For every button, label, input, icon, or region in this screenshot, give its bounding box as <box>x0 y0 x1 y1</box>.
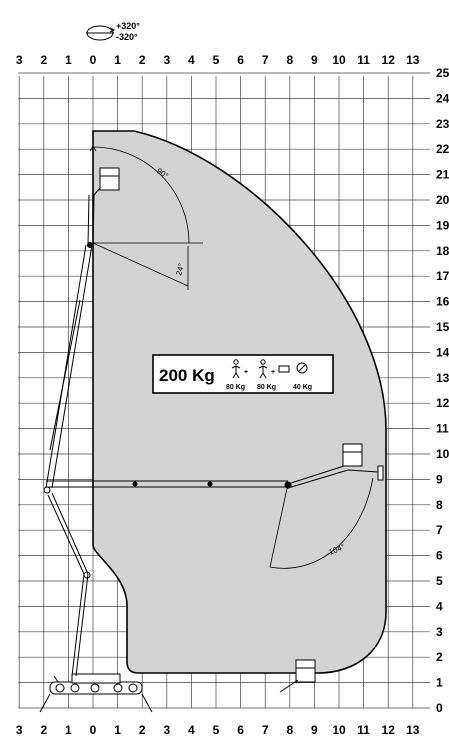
x-tick-label: 5 <box>213 53 220 67</box>
person-icon <box>231 359 241 379</box>
y-tick-label: 4 <box>436 599 443 613</box>
y-tick-label: 18 <box>436 244 449 258</box>
top-tilt-angle-label: 24° <box>174 262 186 276</box>
x-tick-label: 6 <box>237 723 244 737</box>
x-tick-label: 11 <box>357 53 370 67</box>
y-tick-label: 21 <box>436 168 449 182</box>
y-tick-label: 22 <box>436 142 449 156</box>
y-tick-label: 7 <box>436 523 443 537</box>
x-tick-label: 1 <box>114 723 121 737</box>
x-tick-label: 10 <box>332 723 346 737</box>
person-icon <box>258 359 268 379</box>
y-tick-label: 17 <box>436 269 449 283</box>
y-tick-label: 0 <box>436 701 443 715</box>
y-tick-label: 8 <box>436 498 443 512</box>
capacity-load-2: 80 Kg <box>257 384 276 391</box>
y-tick-label: 16 <box>436 295 449 309</box>
y-tick-label: 6 <box>436 549 443 563</box>
rotation-symbol: +320° -320° <box>86 21 140 42</box>
x-tick-label: 5 <box>213 723 220 737</box>
y-tick-label: 13 <box>436 371 449 385</box>
working-envelope <box>92 130 387 674</box>
x-tick-label: 10 <box>332 53 346 67</box>
y-tick-label: 10 <box>436 447 449 461</box>
capacity-label: 200 Kg + + 80 Kg 80 Kg 40 Kg <box>152 354 334 394</box>
x-tick-label: 3 <box>163 723 170 737</box>
y-tick-label: 14 <box>436 345 449 359</box>
y-tick-label: 2 <box>436 650 443 664</box>
y-tick-label: 24 <box>436 91 449 105</box>
x-tick-label: 4 <box>188 723 195 737</box>
x-tick-label: 1 <box>65 723 72 737</box>
x-tick-label: 3 <box>16 53 23 67</box>
x-tick-label: 1 <box>65 53 72 67</box>
rotation-plus-label: +320° <box>116 21 140 31</box>
y-tick-label: 19 <box>436 218 449 232</box>
x-tick-label: 13 <box>406 723 420 737</box>
y-tick-label: 15 <box>436 320 449 334</box>
x-tick-label: 3 <box>16 723 23 737</box>
x-tick-label: 6 <box>237 53 244 67</box>
boom-arm <box>39 167 384 713</box>
y-tick-label: 1 <box>436 676 443 690</box>
x-tick-label: 1 <box>114 53 121 67</box>
capacity-total: 200 Kg <box>159 366 215 385</box>
x-tick-label: 2 <box>139 723 146 737</box>
x-tick-label: 2 <box>40 53 47 67</box>
y-tick-label: 9 <box>436 472 443 486</box>
x-tick-label: 8 <box>286 53 293 67</box>
y-tick-label: 5 <box>436 574 443 588</box>
x-tick-label: 11 <box>357 723 370 737</box>
x-tick-label: 13 <box>406 53 420 67</box>
y-tick-label: 12 <box>436 396 449 410</box>
x-tick-label: 7 <box>262 723 269 737</box>
y-tick-label: 3 <box>436 625 443 639</box>
y-tick-label: 20 <box>436 193 449 207</box>
y-tick-label: 25 <box>436 66 449 80</box>
x-tick-label: 0 <box>90 723 97 737</box>
top-angle-indicator <box>89 145 203 290</box>
y-tick-label: 23 <box>436 117 449 131</box>
x-tick-label: 9 <box>311 723 318 737</box>
x-tick-label: 9 <box>311 53 318 67</box>
svg-text:+: + <box>271 369 275 376</box>
x-tick-label: 2 <box>139 53 146 67</box>
x-tick-label: 12 <box>382 723 396 737</box>
x-tick-label: 0 <box>90 53 97 67</box>
y-axis: 0123456789101112131415161718192021222324… <box>436 66 449 715</box>
capacity-load-3: 40 Kg <box>293 384 312 391</box>
rotation-minus-label: -320° <box>116 32 138 42</box>
tool-load-icon <box>278 362 308 374</box>
x-tick-label: 8 <box>286 723 293 737</box>
x-tick-label: 3 <box>163 53 170 67</box>
y-tick-label: 11 <box>436 422 449 436</box>
x-tick-label: 2 <box>40 723 47 737</box>
capacity-load-1: 80 Kg <box>226 384 245 391</box>
jib-angle-indicator <box>269 477 374 569</box>
x-tick-label: 7 <box>262 53 269 67</box>
svg-text:+: + <box>244 369 248 376</box>
x-tick-label: 12 <box>382 53 396 67</box>
x-tick-label: 4 <box>188 53 195 67</box>
